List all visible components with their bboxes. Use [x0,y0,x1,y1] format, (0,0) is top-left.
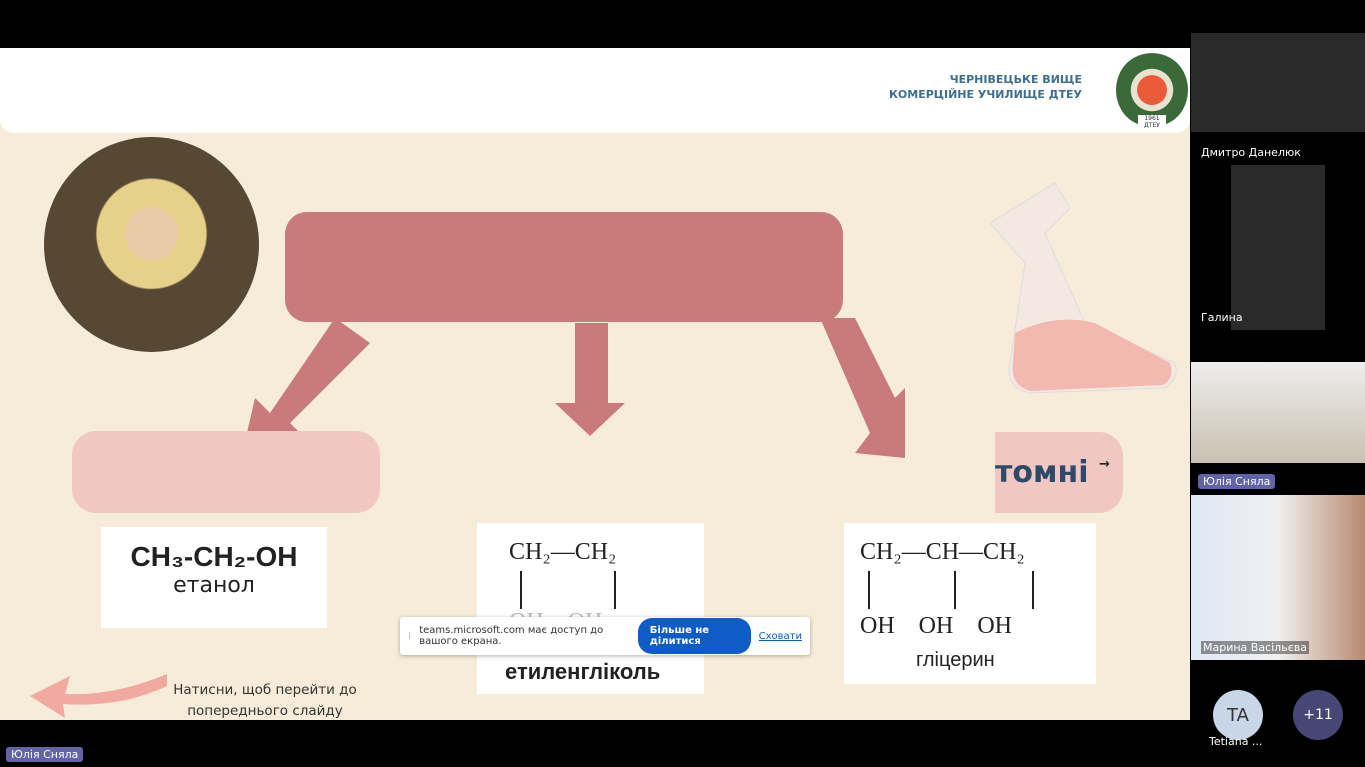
school-line-1: ЧЕРНІВЕЦЬКЕ ВИЩЕ [949,73,1082,86]
school-name: ЧЕРНІВЕЦЬКЕ ВИЩЕ КОМЕРЦІЙНЕ УЧИЛИЩЕ ДТЕУ [889,72,1082,102]
shared-slide: ЧЕРНІВЕЦЬКЕ ВИЩЕ КОМЕРЦІЙНЕ УЧИЛИЩЕ ДТЕУ… [0,48,1190,720]
more-count: +11 [1303,707,1333,723]
pill-text: томні [995,455,1089,490]
formula-name: етанол [173,573,255,598]
school-crest-logo: 1961 ДТЕУ [1116,52,1188,129]
presenter-badge: Юлія Сняла [6,747,84,762]
presenter-camera [44,137,259,352]
avatar[interactable]: TA [1213,690,1263,740]
formula-text: CH₃-CH₂-OH [130,541,298,572]
participant-name: Юлія Сняла [1198,474,1276,489]
crest-text: 1961 ДТЕУ [1138,115,1166,129]
title-box [285,212,843,322]
participant-video-4[interactable] [1191,495,1365,660]
avatar-initials: TA [1227,704,1249,726]
participant-video-2[interactable] [1231,165,1325,330]
hide-link[interactable]: Сховати [758,630,802,642]
screen-share-bar: ⁞ teams.microsoft.com має доступ до вашо… [400,617,810,655]
cursor-icon: → [1099,457,1110,472]
arrows [240,318,905,463]
formula-glycerol: CH₂—CH—CH₂ OH OH OH гліцерин [844,523,1096,684]
more-participants-button[interactable]: +11 [1293,690,1343,740]
flask-icon [989,182,1177,394]
formula-text-bottom: OH OH OH [860,613,1012,639]
formula-text: CH₂—CH₂ [509,539,617,565]
formula-ethanol: CH₃-CH₂-OH етанол [101,527,327,628]
drag-handle-icon[interactable]: ⁞ [408,630,412,642]
avatar-name: Tetiana ... [1209,735,1263,748]
formula-name: етиленгліколь [505,659,661,684]
participant-name: Галина [1201,311,1243,324]
arrow-right [820,318,905,458]
participant-name: Марина Васільєва [1201,641,1309,654]
back-hint-text: Натисни, щоб перейти до попереднього сла… [173,682,357,719]
arrow-center [555,323,625,436]
school-line-2: КОМЕРЦІЙНЕ УЧИЛИЩЕ ДТЕУ [888,88,1082,101]
participant-video-1[interactable] [1191,33,1365,132]
participant-video-3[interactable] [1191,362,1365,463]
category-pill-left [72,431,380,513]
share-message: teams.microsoft.com має доступ до вашого… [419,625,604,647]
back-arrow-button[interactable] [25,666,175,720]
formula-ethylene-glycol: CH₂—CH₂ OH OH етиленгліколь [477,523,704,694]
stop-sharing-button[interactable]: Більше не ділитися [637,618,751,654]
participant-name: Дмитро Данелюк [1201,146,1301,159]
arrow-left [240,318,370,463]
slide-header: ЧЕРНІВЕЦЬКЕ ВИЩЕ КОМЕРЦІЙНЕ УЧИЛИЩЕ ДТЕУ… [0,48,1190,133]
category-pill-right: томні → [995,432,1123,513]
formula-text: CH₂—CH—CH₂ [860,539,1025,565]
formula-name: гліцерин [916,649,995,671]
